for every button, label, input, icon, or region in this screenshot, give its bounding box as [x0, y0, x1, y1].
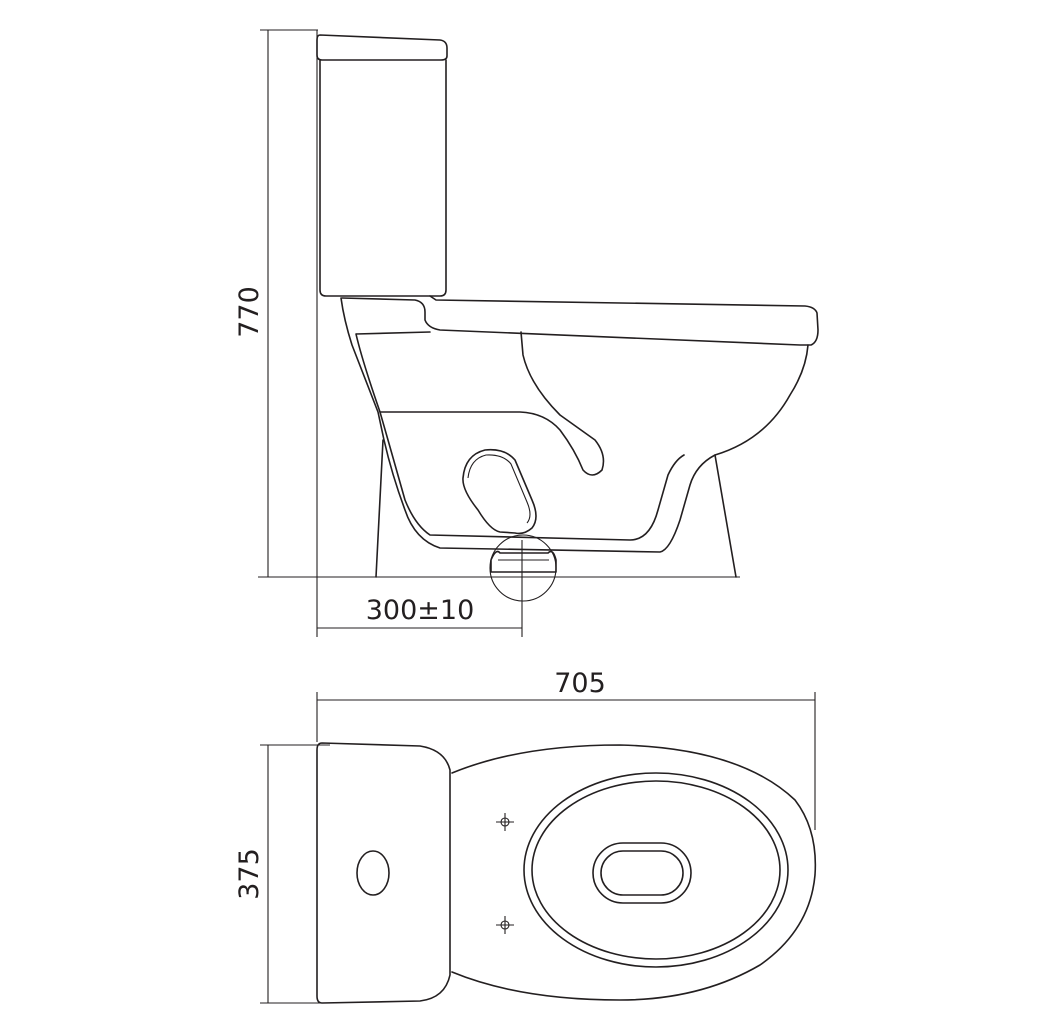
bowl-side: [340, 295, 819, 578]
outlet-distance-label: 300±10: [366, 595, 475, 626]
mounting-hole-top: [496, 813, 514, 831]
outlet-distance-dimension: 300±10: [317, 595, 522, 629]
bowl-top: [451, 744, 817, 1001]
length-dimension: 705: [316, 668, 816, 830]
tank-top: [316, 742, 451, 1004]
top-view: 705 375: [234, 668, 817, 1004]
side-view: 770 300±: [234, 29, 819, 637]
length-label: 705: [554, 668, 606, 699]
width-dimension: 375: [234, 744, 330, 1004]
mounting-hole-bottom: [496, 916, 514, 934]
height-dimension: 770: [234, 29, 740, 578]
outlet-detail: [489, 534, 557, 637]
width-label: 375: [234, 848, 265, 900]
height-label: 770: [234, 286, 265, 338]
tank-side: [316, 34, 448, 297]
